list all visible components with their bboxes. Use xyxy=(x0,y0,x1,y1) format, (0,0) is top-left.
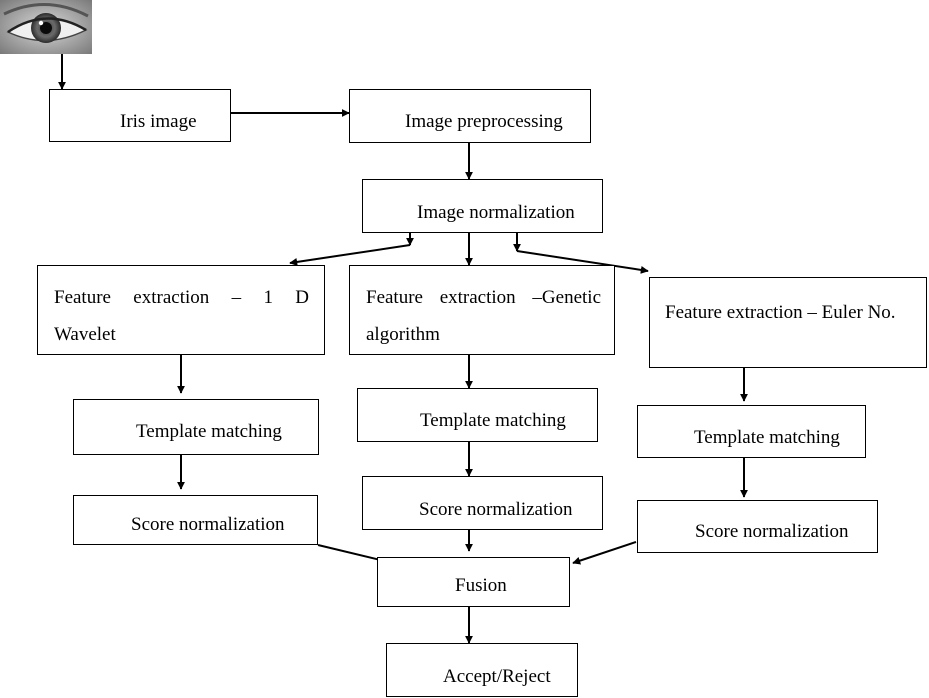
node-score-normalization-2: Score normalization xyxy=(362,476,603,530)
node-image-normalization: Image normalization xyxy=(362,179,603,233)
node-label: Template matching xyxy=(694,427,840,448)
node-feature-extraction-genetic: Feature extraction –Genetic algorithm xyxy=(349,265,615,355)
node-feature-extraction-wavelet: Feature extraction – 1 D Wavelet xyxy=(37,265,325,355)
node-label: Template matching xyxy=(136,421,282,442)
node-label: Score normalization xyxy=(419,499,573,520)
node-label-line1: Feature extraction –Genetic xyxy=(366,287,601,308)
node-template-matching-3: Template matching xyxy=(637,405,866,458)
eye-photo-icon xyxy=(0,0,92,54)
node-image-preprocessing: Image preprocessing xyxy=(349,89,591,143)
node-label: Image normalization xyxy=(417,202,575,223)
node-accept-reject: Accept/Reject xyxy=(386,643,578,697)
node-fusion: Fusion xyxy=(377,557,570,607)
node-label: Template matching xyxy=(420,410,566,431)
node-label-line2: algorithm xyxy=(366,324,440,345)
node-label: Fusion xyxy=(455,575,507,596)
node-label: Score normalization xyxy=(695,521,849,542)
node-label: Image preprocessing xyxy=(405,111,563,132)
node-label: Accept/Reject xyxy=(443,666,551,687)
node-score-normalization-3: Score normalization xyxy=(637,500,878,553)
node-template-matching-2: Template matching xyxy=(357,388,598,442)
node-iris-image: Iris image xyxy=(49,89,231,142)
node-label: Feature extraction – Euler No. xyxy=(665,302,896,323)
arrow-normalization-to-wavelet xyxy=(289,244,411,266)
node-feature-extraction-euler: Feature extraction – Euler No. xyxy=(649,277,927,368)
arrow-score3-to-fusion xyxy=(572,541,637,565)
node-label-line2: Wavelet xyxy=(54,324,116,345)
node-label: Score normalization xyxy=(131,514,285,535)
node-score-normalization-1: Score normalization xyxy=(73,495,318,545)
node-label-line1: Feature extraction – 1 D xyxy=(54,287,309,308)
node-template-matching-1: Template matching xyxy=(73,399,319,455)
node-label: Iris image xyxy=(120,111,197,132)
arrow-normalization-to-euler xyxy=(516,250,649,274)
